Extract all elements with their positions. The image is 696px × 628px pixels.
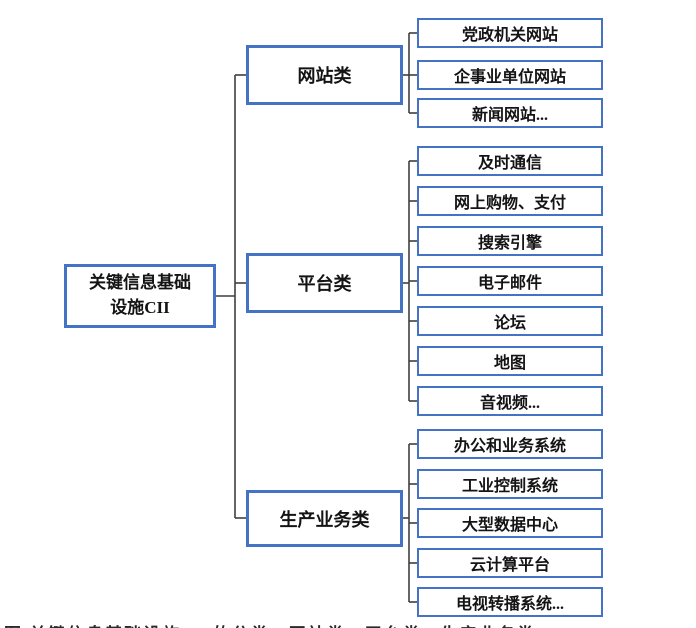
- root-label-line1: 关键信息基础: [89, 273, 191, 293]
- leaf-node-map: 地图: [417, 346, 603, 376]
- leaf-node-online-shopping-payment: 网上购物、支付: [417, 186, 603, 216]
- leaf-node-email: 电子邮件: [417, 266, 603, 296]
- leaf-node-forum: 论坛: [417, 306, 603, 336]
- leaf-node-office-business-systems: 办公和业务系统: [417, 429, 603, 459]
- leaf-node-audio-video: 音视频...: [417, 386, 603, 416]
- leaf-node-enterprise-websites: 企事业单位网站: [417, 60, 603, 90]
- leaf-node-tv-broadcast-systems: 电视转播系统...: [417, 587, 603, 617]
- leaf-node-search-engine: 搜索引擎: [417, 226, 603, 256]
- leaf-node-party-gov-websites: 党政机关网站: [417, 18, 603, 48]
- category-node-platform: 平台类: [246, 253, 403, 313]
- leaf-node-news-websites: 新闻网站...: [417, 98, 603, 128]
- root-node-cii: 关键信息基础 设施CII: [64, 264, 216, 328]
- leaf-node-industrial-control-systems: 工业控制系统: [417, 469, 603, 499]
- root-label-line2: 设施CII: [110, 298, 170, 317]
- leaf-node-large-data-centers: 大型数据中心: [417, 508, 603, 538]
- category-node-production: 生产业务类: [246, 490, 403, 547]
- figure-caption-clipped: 图 关键信息基础设施CII的分类：网站类、平台类、生产业务类: [4, 620, 696, 628]
- category-node-website: 网站类: [246, 45, 403, 105]
- leaf-node-cloud-computing-platform: 云计算平台: [417, 548, 603, 578]
- leaf-node-instant-messaging: 及时通信: [417, 146, 603, 176]
